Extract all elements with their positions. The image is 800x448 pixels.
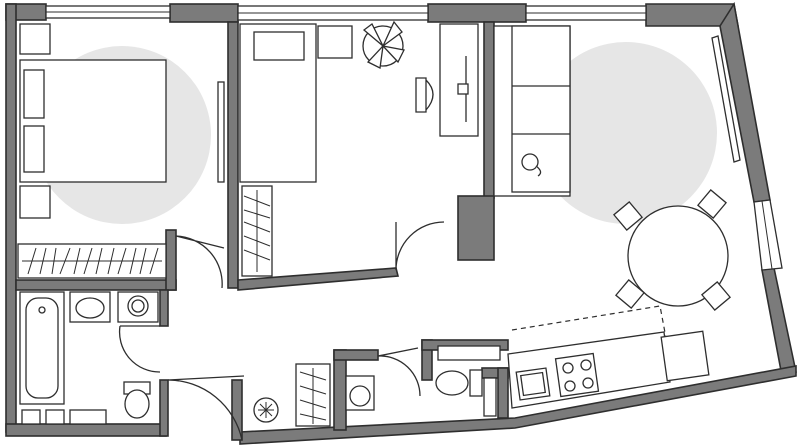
- floor-drain: [253, 397, 279, 423]
- bath-shelf-3: [69, 409, 107, 425]
- wall-bath-lower: [159, 379, 169, 437]
- toilet-cabinet: [483, 377, 497, 417]
- living-room: [493, 25, 732, 339]
- glass-living-right: [711, 35, 741, 163]
- bed-pillow-bottom: [23, 125, 45, 173]
- single-bed-pillow: [253, 31, 305, 61]
- washbasin-bowl: [75, 297, 105, 319]
- nightstand-bottom: [19, 185, 51, 219]
- wall-bedroom-bottom: [15, 279, 177, 291]
- sink-basin: [519, 371, 547, 397]
- wall-study-living: [483, 21, 495, 199]
- bathtub-drain: [38, 306, 46, 314]
- toilet-tank-2: [469, 369, 483, 397]
- doors: [118, 221, 445, 441]
- wall-toilet-inner2: [497, 367, 509, 419]
- burner-2: [580, 359, 592, 371]
- sofa-seat: [511, 25, 571, 193]
- wall-left: [5, 3, 17, 433]
- window-living-right-pane: [761, 200, 773, 270]
- toilet-room: [345, 345, 501, 417]
- cat-tail: [535, 165, 542, 177]
- wall-bottom-left: [5, 423, 167, 437]
- bathroom: [19, 291, 159, 425]
- wall-hall-upper: [165, 229, 177, 291]
- wall-bath-right: [159, 289, 169, 327]
- cat: [521, 153, 542, 177]
- plant: [362, 20, 405, 69]
- dining-chair: [612, 188, 732, 312]
- desk: [439, 23, 479, 137]
- door-toilet: [377, 347, 421, 397]
- chair-top-right: [696, 188, 728, 220]
- stove: [554, 352, 600, 398]
- burner-3: [564, 380, 576, 392]
- nightstand-top: [19, 23, 51, 55]
- toilet-bath: [123, 381, 151, 419]
- shoe-rack-lines: [243, 190, 271, 272]
- dining-set: [612, 188, 732, 312]
- toilet-shelf: [437, 345, 501, 361]
- side-table: [317, 25, 353, 59]
- hanger-lines: [27, 247, 159, 275]
- stove-top: [554, 352, 600, 398]
- door-bedroom: [175, 235, 225, 289]
- chair-bottom-left: [614, 278, 646, 310]
- wall-bottom-right: [239, 365, 797, 445]
- burner-1: [562, 362, 574, 374]
- wardrobe-hangers: [22, 247, 162, 275]
- bathtub-inner: [25, 297, 59, 399]
- drain-cross: [258, 402, 274, 418]
- study: [239, 20, 479, 277]
- door-entrance: [167, 375, 245, 441]
- wall-top-mid1: [169, 3, 239, 23]
- bed-pillow-top: [23, 69, 45, 119]
- small-washbasin-bowl: [349, 385, 371, 407]
- desk-chair: [415, 77, 434, 113]
- living-room-rug: [535, 42, 717, 224]
- wall-bedroom-study: [227, 21, 239, 289]
- hall-shoe-rack-lines: [299, 368, 327, 424]
- plant-leaves: [362, 20, 405, 69]
- desk-monitor-base: [457, 83, 469, 95]
- door-bath: [118, 325, 161, 373]
- kitchen-zone-boundary: [511, 305, 667, 339]
- wall-toilet-left: [333, 349, 347, 431]
- toilet: [435, 369, 483, 397]
- wall-toilet-top: [333, 349, 379, 361]
- fridge: [660, 330, 710, 382]
- toilet-bowl-2: [435, 370, 469, 396]
- dining-table: [627, 205, 729, 307]
- hallway: [253, 363, 331, 427]
- door-study: [395, 221, 445, 271]
- bath-shelf-2: [45, 409, 65, 425]
- bedroom: [17, 23, 167, 279]
- washing-machine-door: [131, 299, 145, 313]
- wall-hall-lower: [231, 379, 243, 441]
- window-living-right: [753, 199, 783, 271]
- walls: [5, 1, 797, 445]
- wall-study-bottom: [237, 267, 400, 291]
- chair-top-left: [612, 200, 644, 232]
- bath-shelf-1: [21, 409, 41, 425]
- wall-right-lower: [761, 267, 797, 378]
- cat-body: [521, 153, 539, 171]
- burner-4: [582, 377, 594, 389]
- wall-top-mid2: [427, 3, 527, 23]
- wall-study-living-lower: [457, 195, 495, 261]
- kitchen: [507, 330, 710, 409]
- toilet-bowl: [124, 389, 150, 419]
- chair-bottom-right: [700, 280, 732, 312]
- glass-bedroom-study: [217, 81, 225, 183]
- windows: [45, 5, 783, 271]
